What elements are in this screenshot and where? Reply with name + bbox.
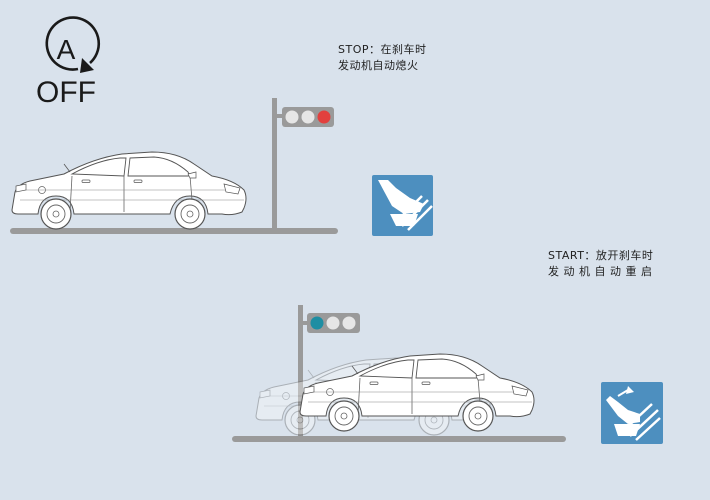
foot-shape: [606, 396, 640, 424]
release-arrow: [617, 389, 629, 397]
pedal: [390, 214, 418, 226]
pedal: [614, 424, 640, 436]
start-caption-line2: 发 动 机 自 动 重 启: [548, 265, 653, 278]
start-caption-line1: START：放开刹车时: [548, 249, 654, 262]
road-start: [232, 436, 566, 442]
traffic-arm-start: [300, 321, 310, 325]
brake-pedal-pressed-icon: [372, 175, 433, 236]
traffic-pole-stop: [272, 98, 277, 230]
stop-scene: [10, 98, 433, 236]
light-off: [285, 110, 299, 124]
light-off: [326, 316, 340, 330]
circular-arrow: [45, 16, 101, 71]
light-off: [342, 316, 356, 330]
auto-stop-start-icon: A OFF: [36, 16, 101, 109]
light-off: [301, 110, 315, 124]
badge-letter: A: [57, 34, 76, 65]
traffic-light-start: [307, 313, 360, 333]
light-green-on: [310, 316, 324, 330]
badge-off-label: OFF: [36, 76, 96, 109]
stop-caption-line1: STOP：在刹车时: [338, 43, 427, 56]
start-scene: [232, 305, 663, 444]
road-stop: [10, 228, 338, 234]
car-moving: [299, 353, 535, 432]
brake-pedal-released-icon: [601, 382, 663, 444]
stop-caption-line2: 发动机自动熄火: [338, 59, 419, 72]
light-red-on: [317, 110, 331, 124]
start-caption: START：放开刹车时 发 动 机 自 动 重 启: [548, 248, 653, 280]
traffic-pole-start: [298, 305, 303, 438]
release-arrow-head: [626, 386, 634, 394]
arrow-head: [80, 58, 94, 73]
car-stopped: [11, 151, 247, 230]
traffic-arm-stop: [274, 114, 284, 118]
stop-caption: STOP：在刹车时 发动机自动熄火: [338, 42, 427, 74]
traffic-light-stop: [282, 107, 334, 127]
